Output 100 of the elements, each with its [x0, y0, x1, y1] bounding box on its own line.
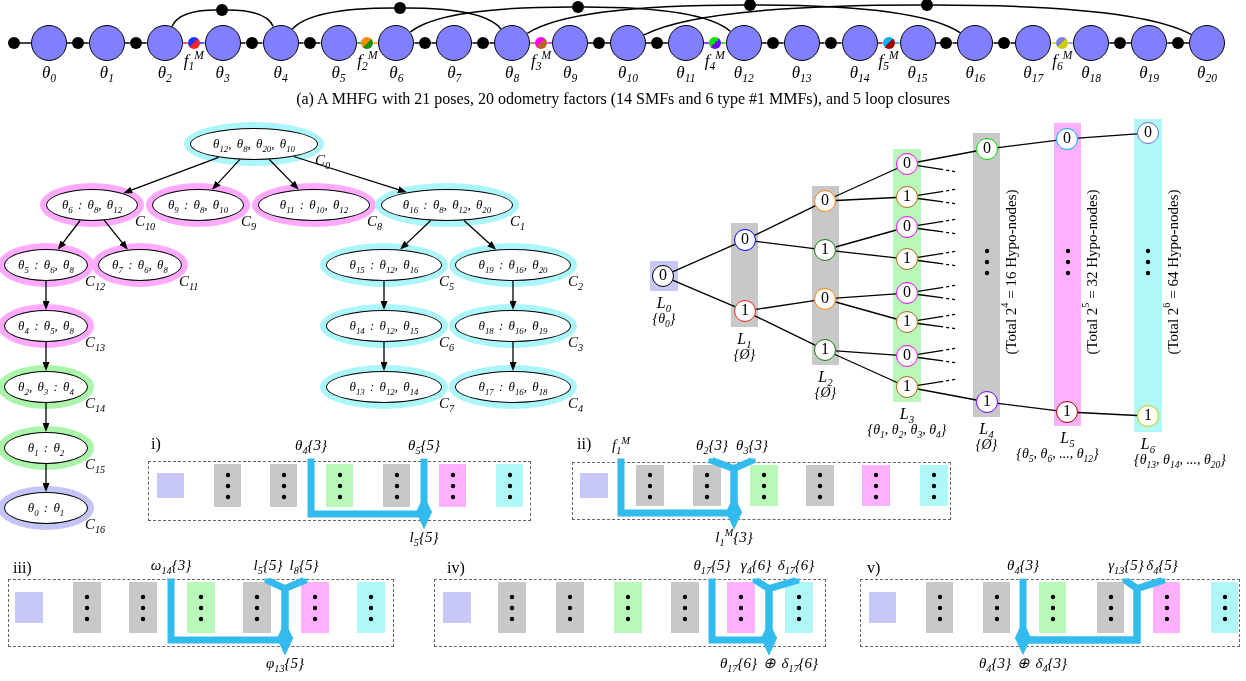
- flow-arrow: [307, 457, 433, 518]
- math-label: l$_{8}${5}: [289, 557, 319, 575]
- factor-link: [297, 42, 305, 44]
- level-band: [187, 582, 215, 633]
- arrow: [380, 341, 388, 371]
- panel-label: iv): [447, 559, 465, 578]
- factor-link: [761, 42, 768, 44]
- level-set: {θ$_{0}$}: [652, 311, 676, 328]
- math-label: θ$_{4}${3} ⊕ δ$_{4}${3}: [979, 655, 1067, 673]
- tree-branch: [754, 205, 816, 236]
- level-band: [1211, 582, 1238, 633]
- level-band: [727, 582, 755, 633]
- pose-label: θ$_{13}$: [791, 63, 812, 83]
- tree-branch: [1077, 411, 1138, 417]
- math-label: l$_{5}${5}: [253, 557, 283, 575]
- level-band: [73, 582, 101, 633]
- factor-link: [529, 42, 536, 44]
- factor-link: [893, 42, 901, 44]
- factor-link: [703, 42, 710, 44]
- loop-closure-link: [171, 9, 217, 28]
- clique-id: C$_{3}$: [568, 334, 584, 352]
- pose-label: θ$_{4}$: [273, 63, 288, 83]
- pose-label: θ$_{12}$: [733, 63, 754, 83]
- factor-link: [934, 42, 942, 44]
- factor-link: [835, 42, 843, 44]
- factor-link: [1108, 42, 1115, 44]
- level-set: {Ø}: [814, 385, 837, 402]
- panel-label: ii): [577, 435, 592, 454]
- hypo-node: 1: [976, 391, 998, 413]
- hypo-node: 1: [814, 339, 836, 361]
- factor-link: [471, 42, 479, 44]
- flow-arrow: [167, 577, 294, 644]
- flow-arrow: [708, 577, 778, 644]
- factor-link: [1183, 42, 1190, 44]
- hypo-node: 0: [734, 229, 756, 251]
- pose-label: θ$_{11}$: [676, 63, 696, 83]
- arrow: [400, 219, 432, 250]
- tree-branch: [835, 350, 897, 356]
- loop-closure-link: [643, 4, 922, 36]
- hypo-node: 0: [814, 288, 836, 310]
- tree-branch: [755, 299, 815, 311]
- hypo-node: 1: [1056, 401, 1078, 423]
- tree-branch: [834, 167, 898, 198]
- clique-id: C$_{15}$: [85, 456, 106, 474]
- level-band: [862, 465, 890, 506]
- level-set: {θ$_{5}$, θ$_{6}$, ..., θ$_{12}$}: [1016, 446, 1099, 463]
- hypo-node: 0: [896, 153, 918, 175]
- level-band: [496, 464, 523, 507]
- clique-id: C$_{4}$: [568, 395, 584, 413]
- tree-branch: [917, 388, 977, 401]
- level-band: [671, 582, 699, 633]
- tree-branch: [917, 150, 977, 163]
- level-band: [270, 464, 297, 507]
- arrow: [463, 219, 497, 250]
- clique-id: C$_{2}$: [568, 273, 584, 291]
- level-name: L$_{0}$: [656, 294, 672, 313]
- pose-label: θ$_{10}$: [618, 63, 638, 83]
- clique-id: C$_{6}$: [439, 334, 455, 352]
- math-label: θ$_{5}${5}: [408, 437, 440, 455]
- flow-arrow: [1014, 577, 1166, 644]
- math-label: l$_{5}${5}: [409, 529, 439, 547]
- factor-link: [141, 42, 148, 44]
- placeholder-square: [869, 592, 896, 623]
- pose-label: θ$_{18}$: [1081, 63, 1102, 83]
- pose-label: θ$_{19}$: [1139, 63, 1160, 83]
- factor-link: [1166, 42, 1173, 44]
- arrow: [42, 341, 50, 371]
- arrow: [42, 463, 50, 492]
- loop-closure-link: [409, 6, 573, 33]
- level-name: L$_{3}$: [899, 405, 915, 424]
- arrow: [509, 280, 517, 310]
- arrow: [103, 219, 128, 250]
- level-band: [693, 465, 721, 506]
- factor-link: [488, 42, 495, 44]
- hypo-node: 1: [896, 376, 918, 398]
- level-band: [1097, 582, 1124, 633]
- placeholder-square: [15, 592, 43, 623]
- math-label: γ$_{4}${6}: [740, 557, 772, 575]
- arrow: [380, 280, 388, 310]
- factor-link: [239, 42, 247, 44]
- loop-closure-link: [755, 4, 962, 34]
- flow-arrow: [725, 457, 756, 530]
- level-name: L$_{5}$: [1060, 429, 1075, 448]
- tree-branch: [1077, 133, 1138, 139]
- factor-link: [1009, 42, 1017, 44]
- level-band: [983, 582, 1010, 633]
- factor-link: [256, 42, 264, 44]
- math-label: ω$_{14}${3}: [150, 557, 192, 575]
- hypo-node: 1: [1137, 405, 1159, 427]
- factor-link: [372, 42, 380, 44]
- factor-link: [778, 42, 785, 44]
- math-label: θ$_{17}${5}: [693, 557, 731, 575]
- level-name: L$_{2}$: [818, 368, 833, 387]
- level-band: [357, 582, 385, 633]
- level-band: [636, 465, 664, 506]
- tree-branch: [754, 315, 816, 346]
- hypo-node: 1: [814, 239, 836, 261]
- level-band: [326, 464, 353, 507]
- arrow: [268, 158, 299, 190]
- placeholder-square: [157, 472, 184, 499]
